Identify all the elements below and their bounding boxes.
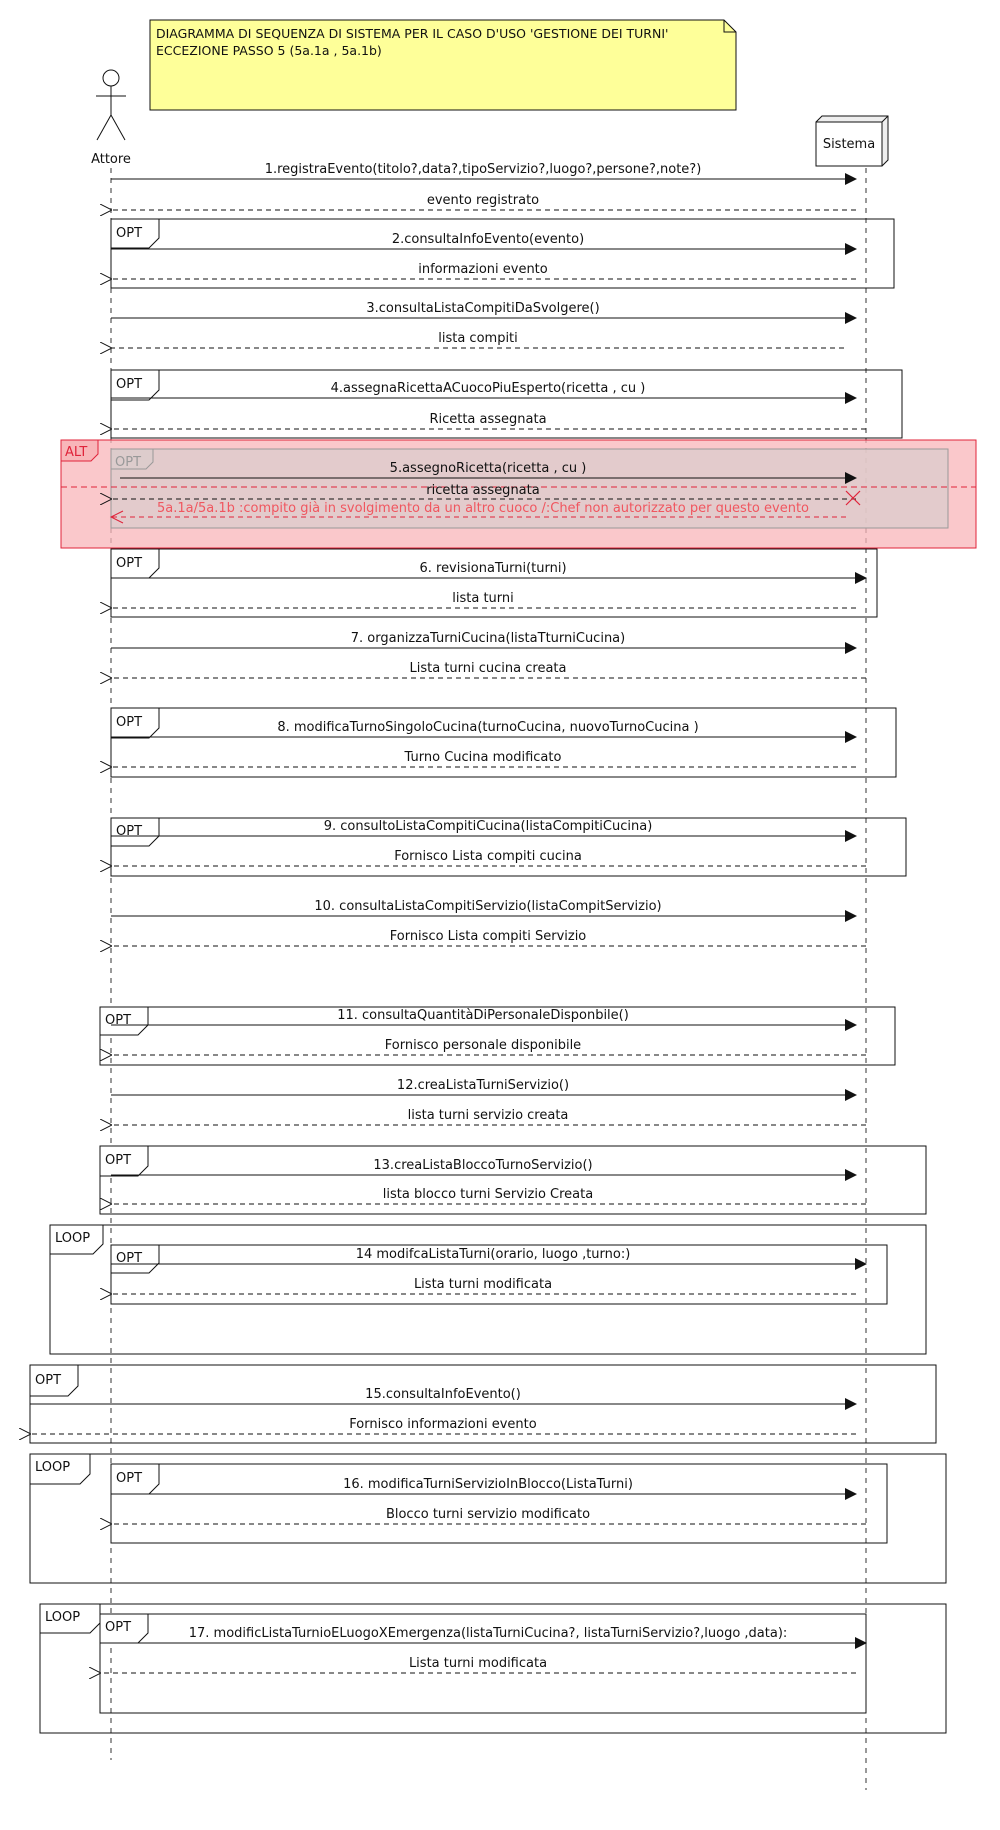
actor-figure bbox=[96, 69, 126, 141]
actor-label: Attore bbox=[91, 152, 131, 167]
error-label: 5a.1a/5a.1b :compito già in svolgimento … bbox=[157, 501, 809, 516]
message-label-4: 4.assegnaRicettaACuocoPiuEsperto(ricetta… bbox=[331, 381, 646, 396]
loop-fragment-17: LOOP OPT bbox=[39, 1603, 947, 1734]
message-label-12: 12.creaListaTurniServizio() bbox=[397, 1078, 569, 1093]
return-label-16: Blocco turni servizio modificato bbox=[386, 1507, 590, 1522]
error-return-head bbox=[109, 510, 124, 524]
return-label-15: Fornisco informazioni evento bbox=[349, 1417, 536, 1432]
return-label-13: lista blocco turni Servizio Creata bbox=[383, 1187, 593, 1202]
opt-label-gray: OPT bbox=[115, 455, 141, 470]
message-label-7: 7. organizzaTurniCucina(listaTturniCucin… bbox=[351, 631, 625, 646]
opt-fragment-2: OPT bbox=[110, 218, 895, 289]
message-label-14: 14 modifcaListaTurni(orario, luogo ,turn… bbox=[356, 1247, 631, 1262]
opt-label: OPT bbox=[116, 715, 142, 730]
system-participant: Sistema bbox=[815, 115, 889, 167]
opt-fragment-11: OPT bbox=[99, 1006, 896, 1066]
opt-label: OPT bbox=[116, 226, 142, 241]
opt-label: OPT bbox=[116, 1471, 142, 1486]
return-label-4: Ricetta assegnata bbox=[429, 412, 546, 427]
return-label-1: evento registrato bbox=[427, 193, 539, 208]
loop-fragment-14: LOOP OPT bbox=[49, 1224, 927, 1355]
opt-fragment-6: OPT bbox=[110, 548, 878, 618]
title-note: DIAGRAMMA DI SEQUENZA DI SISTEMA PER IL … bbox=[149, 19, 737, 111]
message-label-16: 16. modificaTurniServizioInBlocco(ListaT… bbox=[343, 1477, 633, 1492]
opt-label: OPT bbox=[116, 1251, 142, 1266]
message-label-3: 3.consultaListaCompitiDaSvolgere() bbox=[366, 301, 599, 316]
message-label-5: 5.assegnoRicetta(ricetta , cu ) bbox=[390, 461, 587, 476]
alt-fragment: ALT OPT bbox=[60, 439, 977, 549]
message-label-11: 11. consultaQuantitàDiPersonaleDisponbil… bbox=[337, 1008, 629, 1023]
alt-label: ALT bbox=[65, 445, 87, 460]
opt-label: OPT bbox=[105, 1153, 131, 1168]
opt-fragment-8: OPT bbox=[110, 707, 897, 778]
return-label-9: Fornisco Lista compiti cucina bbox=[394, 849, 582, 864]
opt-fragment-13: OPT bbox=[99, 1145, 927, 1215]
loop-fragment-16: LOOP OPT bbox=[29, 1453, 947, 1584]
return-label-2: informazioni evento bbox=[418, 262, 548, 277]
opt-label: OPT bbox=[116, 556, 142, 571]
message-label-10: 10. consultaListaCompitiServizio(listaCo… bbox=[314, 899, 661, 914]
return-label-7: Lista turni cucina creata bbox=[410, 661, 567, 676]
return-label-8: Turno Cucina modificato bbox=[404, 750, 562, 765]
return-label-6: lista turni bbox=[452, 591, 514, 606]
opt-label: OPT bbox=[35, 1373, 61, 1388]
message-label-9: 9. consultoListaCompitiCucina(listaCompi… bbox=[324, 819, 653, 834]
loop-label: LOOP bbox=[45, 1610, 80, 1625]
opt-label: OPT bbox=[105, 1013, 131, 1028]
opt-label: OPT bbox=[116, 377, 142, 392]
message-label-6: 6. revisionaTurni(turni) bbox=[419, 561, 566, 576]
opt-fragment-4: OPT bbox=[110, 369, 903, 439]
opt-label: OPT bbox=[105, 1620, 131, 1635]
opt-fragment-9: OPT bbox=[110, 817, 907, 877]
message-label-17: 17. modificListaTurnioELuogoXEmergenza(l… bbox=[189, 1626, 788, 1641]
system-label: Sistema bbox=[823, 137, 875, 152]
message-label-8: 8. modificaTurnoSingoloCucina(turnoCucin… bbox=[277, 720, 698, 735]
loop-label: LOOP bbox=[35, 1460, 70, 1475]
note-line-1: DIAGRAMMA DI SEQUENZA DI SISTEMA PER IL … bbox=[156, 26, 668, 41]
message-label-15: 15.consultaInfoEvento() bbox=[365, 1387, 521, 1402]
return-label-3: lista compiti bbox=[438, 331, 518, 346]
return-label-14: Lista turni modificata bbox=[414, 1277, 552, 1292]
return-label-17: Lista turni modificata bbox=[409, 1656, 547, 1671]
message-label-1: 1.registraEvento(titolo?,data?,tipoServi… bbox=[265, 162, 702, 177]
loop-label: LOOP bbox=[55, 1231, 90, 1246]
return-label-10: Fornisco Lista compiti Servizio bbox=[390, 929, 587, 944]
message-label-13: 13.creaListaBloccoTurnoServizio() bbox=[373, 1158, 592, 1173]
return-label-5: ricetta assegnata bbox=[426, 483, 539, 498]
destroy-mark bbox=[845, 490, 861, 506]
note-line-2: ECCEZIONE PASSO 5 (5a.1a , 5a.1b) bbox=[156, 43, 382, 58]
message-label-2: 2.consultaInfoEvento(evento) bbox=[392, 232, 584, 247]
opt-label: OPT bbox=[116, 824, 142, 839]
return-label-12: lista turni servizio creata bbox=[408, 1108, 569, 1123]
return-label-11: Fornisco personale disponibile bbox=[385, 1038, 581, 1053]
